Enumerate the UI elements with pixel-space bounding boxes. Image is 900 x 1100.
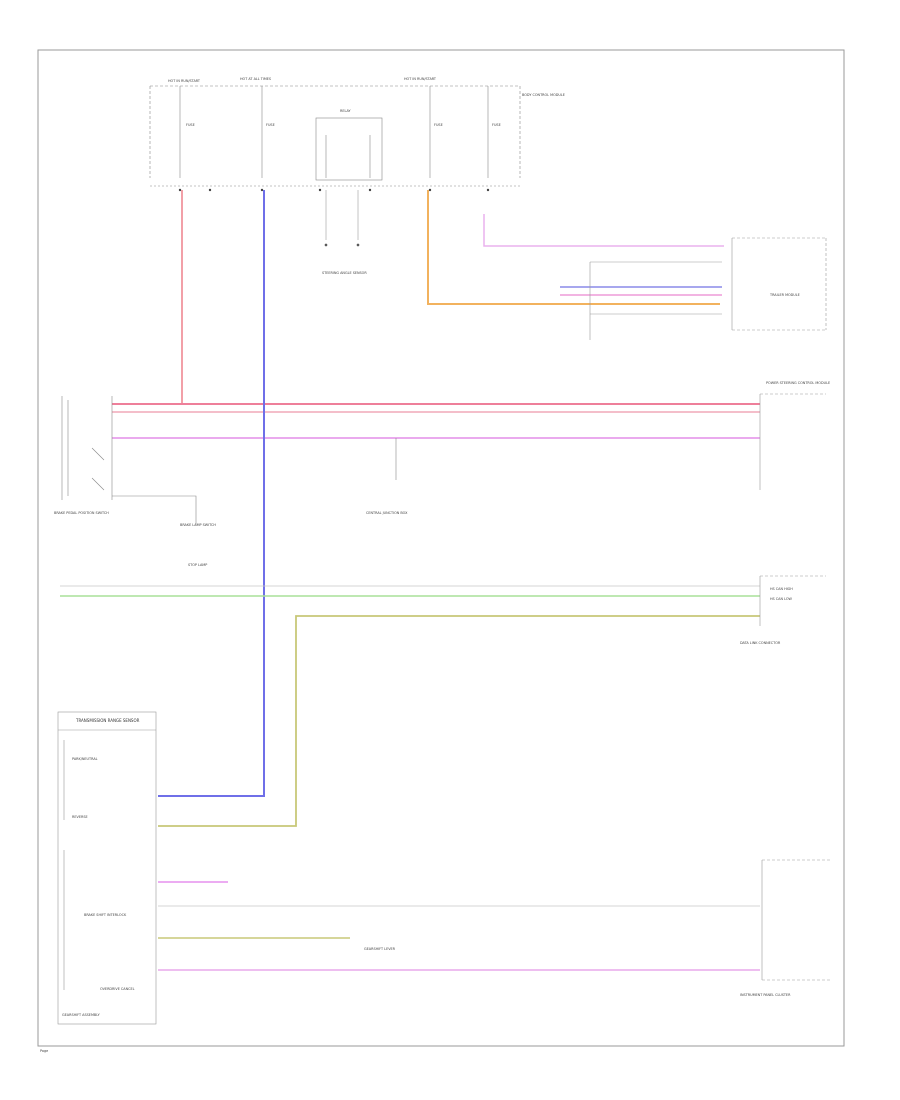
data-link-connector-label: DATA LINK CONNECTOR bbox=[740, 641, 781, 645]
gearshift-lever-label: GEARSHIFT LEVER bbox=[364, 947, 396, 951]
hot-run-start-right-label: HOT IN RUN/START bbox=[404, 77, 437, 81]
body-control-module-label: BODY CONTROL MODULE bbox=[522, 93, 565, 97]
hs-can-high-label: HS CAN HIGH bbox=[770, 587, 793, 591]
fuse-right-a-label: FUSE bbox=[434, 123, 443, 127]
power-distribution-box bbox=[149, 85, 521, 187]
overdrive-cancel-label: OVERDRIVE CANCEL bbox=[100, 987, 135, 991]
transmission-range-sensor-label: TRANSMISSION RANGE SENSOR bbox=[75, 718, 140, 723]
power-steering-module-box bbox=[759, 393, 826, 490]
fuse-right-b-label: FUSE bbox=[492, 123, 501, 127]
trailer-module-box bbox=[731, 237, 827, 331]
stop-lamp-label: STOP LAMP bbox=[188, 563, 207, 567]
fuse-left-label: FUSE bbox=[186, 123, 195, 127]
diagram-border bbox=[37, 49, 845, 1047]
instrument-cluster-box bbox=[761, 859, 830, 981]
wire-orange bbox=[427, 190, 720, 305]
gearshift-assembly-box bbox=[57, 711, 157, 1025]
hs-can-low-label: HS CAN LOW bbox=[770, 597, 793, 601]
relay-label: RELAY bbox=[340, 109, 352, 113]
park-neutral-label: PARK/NEUTRAL bbox=[72, 757, 98, 761]
power-steering-module-label: POWER STEERING CONTROL MODULE bbox=[766, 381, 830, 385]
page-footer: Page bbox=[40, 1049, 48, 1053]
fuse-mid-label: FUSE bbox=[266, 123, 275, 127]
brake-pedal-switch-symbol bbox=[61, 396, 113, 500]
gearshift-assembly-label: GEARSHIFT ASSEMBLY bbox=[62, 1013, 101, 1017]
brake-shift-interlock-label: BRAKE SHIFT INTERLOCK bbox=[84, 913, 127, 917]
steering-angle-sensor-label: STEERING ANGLE SENSOR bbox=[322, 271, 367, 275]
trailer-module-label: TRAILER MODULE bbox=[769, 293, 800, 297]
wire-brake-lamp bbox=[112, 495, 197, 526]
wire-olive bbox=[158, 615, 760, 827]
reverse-label: REVERSE bbox=[72, 815, 88, 819]
wire-blue bbox=[158, 190, 265, 797]
data-link-connector-box bbox=[759, 575, 826, 626]
central-junction-box-label: CENTRAL JUNCTION BOX bbox=[366, 511, 408, 515]
relay-pins bbox=[324, 190, 360, 247]
wire-red-vertical bbox=[112, 190, 183, 405]
instrument-panel-cluster-label: INSTRUMENT PANEL CLUSTER bbox=[740, 993, 791, 997]
brake-lamp-switch-label: BRAKE LAMP SWITCH bbox=[180, 523, 216, 527]
hot-run-start-left-label: HOT IN RUN/START bbox=[168, 79, 201, 83]
brake-pedal-position-switch-label: BRAKE PEDAL POSITION SWITCH bbox=[54, 511, 109, 515]
hot-at-all-times-label: HOT AT ALL TIMES bbox=[240, 77, 271, 81]
top-connector-dots bbox=[178, 188, 490, 192]
wire-pink-top bbox=[483, 214, 724, 247]
